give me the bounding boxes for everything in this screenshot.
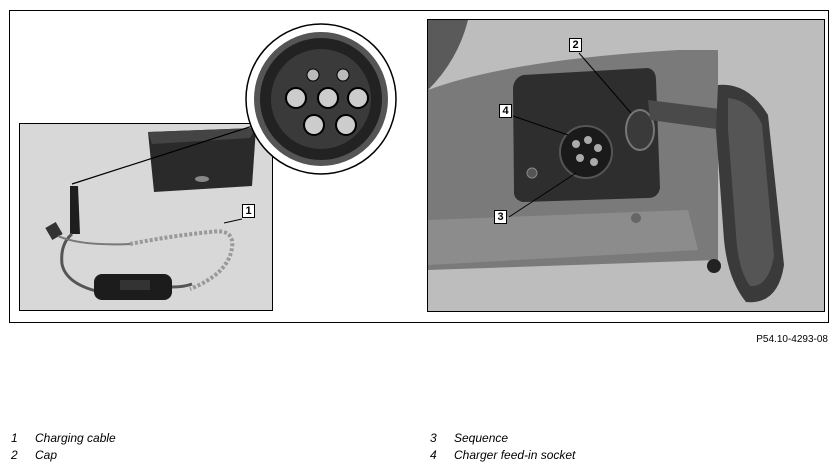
vehicle-socket-photo [427, 19, 825, 312]
figure-frame: 1 2 3 4 [9, 10, 829, 323]
callout-2: 2 [569, 38, 582, 52]
legend-item: 3 Sequence [430, 430, 575, 447]
legend-text: Charging cable [35, 431, 116, 445]
charging-cable-photo [19, 123, 273, 311]
legend-text: Sequence [454, 431, 509, 445]
legend-item: 2 Cap [11, 447, 116, 464]
legend-number: 2 [11, 448, 18, 462]
charging-cable-illustration [20, 124, 272, 310]
legend-text: Cap [35, 448, 58, 462]
callout-3: 3 [494, 210, 507, 224]
legend-item: 1 Charging cable [11, 430, 116, 447]
figure-reference-code: P54.10-4293-08 [756, 334, 828, 345]
callout-4: 4 [499, 104, 512, 118]
legend-right-column: 3 Sequence 4 Charger feed-in socket [430, 430, 575, 464]
legend-left-column: 1 Charging cable 2 Cap [11, 430, 116, 464]
legend-item: 4 Charger feed-in socket [430, 447, 575, 464]
legend-number: 1 [11, 431, 18, 445]
legend-number: 4 [430, 448, 437, 462]
callout-1: 1 [242, 204, 255, 218]
legend-number: 3 [430, 431, 437, 445]
legend-text: Charger feed-in socket [454, 448, 576, 462]
vehicle-socket-illustration [428, 20, 824, 311]
